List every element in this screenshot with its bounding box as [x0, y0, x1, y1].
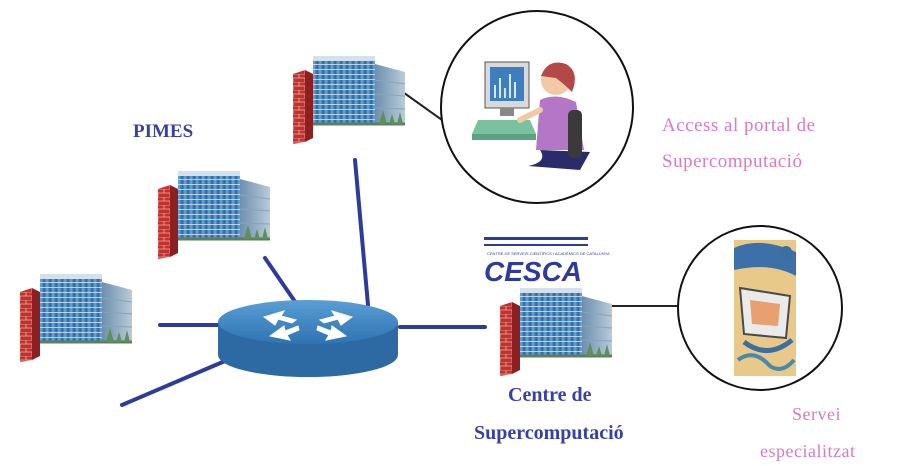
cesca-logo: CENTRE DE SERVEIS CIENTÍFICS I ACADÈMICS… [484, 237, 610, 287]
office-building-icon [498, 286, 614, 378]
label-centre-line1: Centre de [508, 384, 592, 406]
cesca-logo-subtitle: CENTRE DE SERVEIS CIENTÍFICS I ACADÈMICS… [487, 251, 610, 256]
label-portal-access-line2: Supercomputació [662, 151, 803, 172]
link-lower-left [120, 356, 234, 407]
label-servei-line2: especialitzat [760, 441, 856, 461]
label-pimes: PIMES [133, 121, 194, 142]
office-building-icon [291, 54, 407, 146]
label-portal-access-line1: Access al portal de [662, 115, 816, 136]
label-servei-line1: Servei [792, 404, 841, 424]
cesca-logo-text: CESCA [484, 256, 582, 287]
label-centre-line2: Supercomputació [474, 422, 624, 444]
office-building-icon [18, 272, 134, 364]
link-middle-building [263, 256, 300, 308]
link-top-building [353, 158, 370, 307]
router-icon [218, 300, 398, 377]
specialized-service-icon [677, 225, 843, 391]
user-at-computer-icon [440, 10, 634, 204]
office-building-icon [156, 169, 272, 261]
